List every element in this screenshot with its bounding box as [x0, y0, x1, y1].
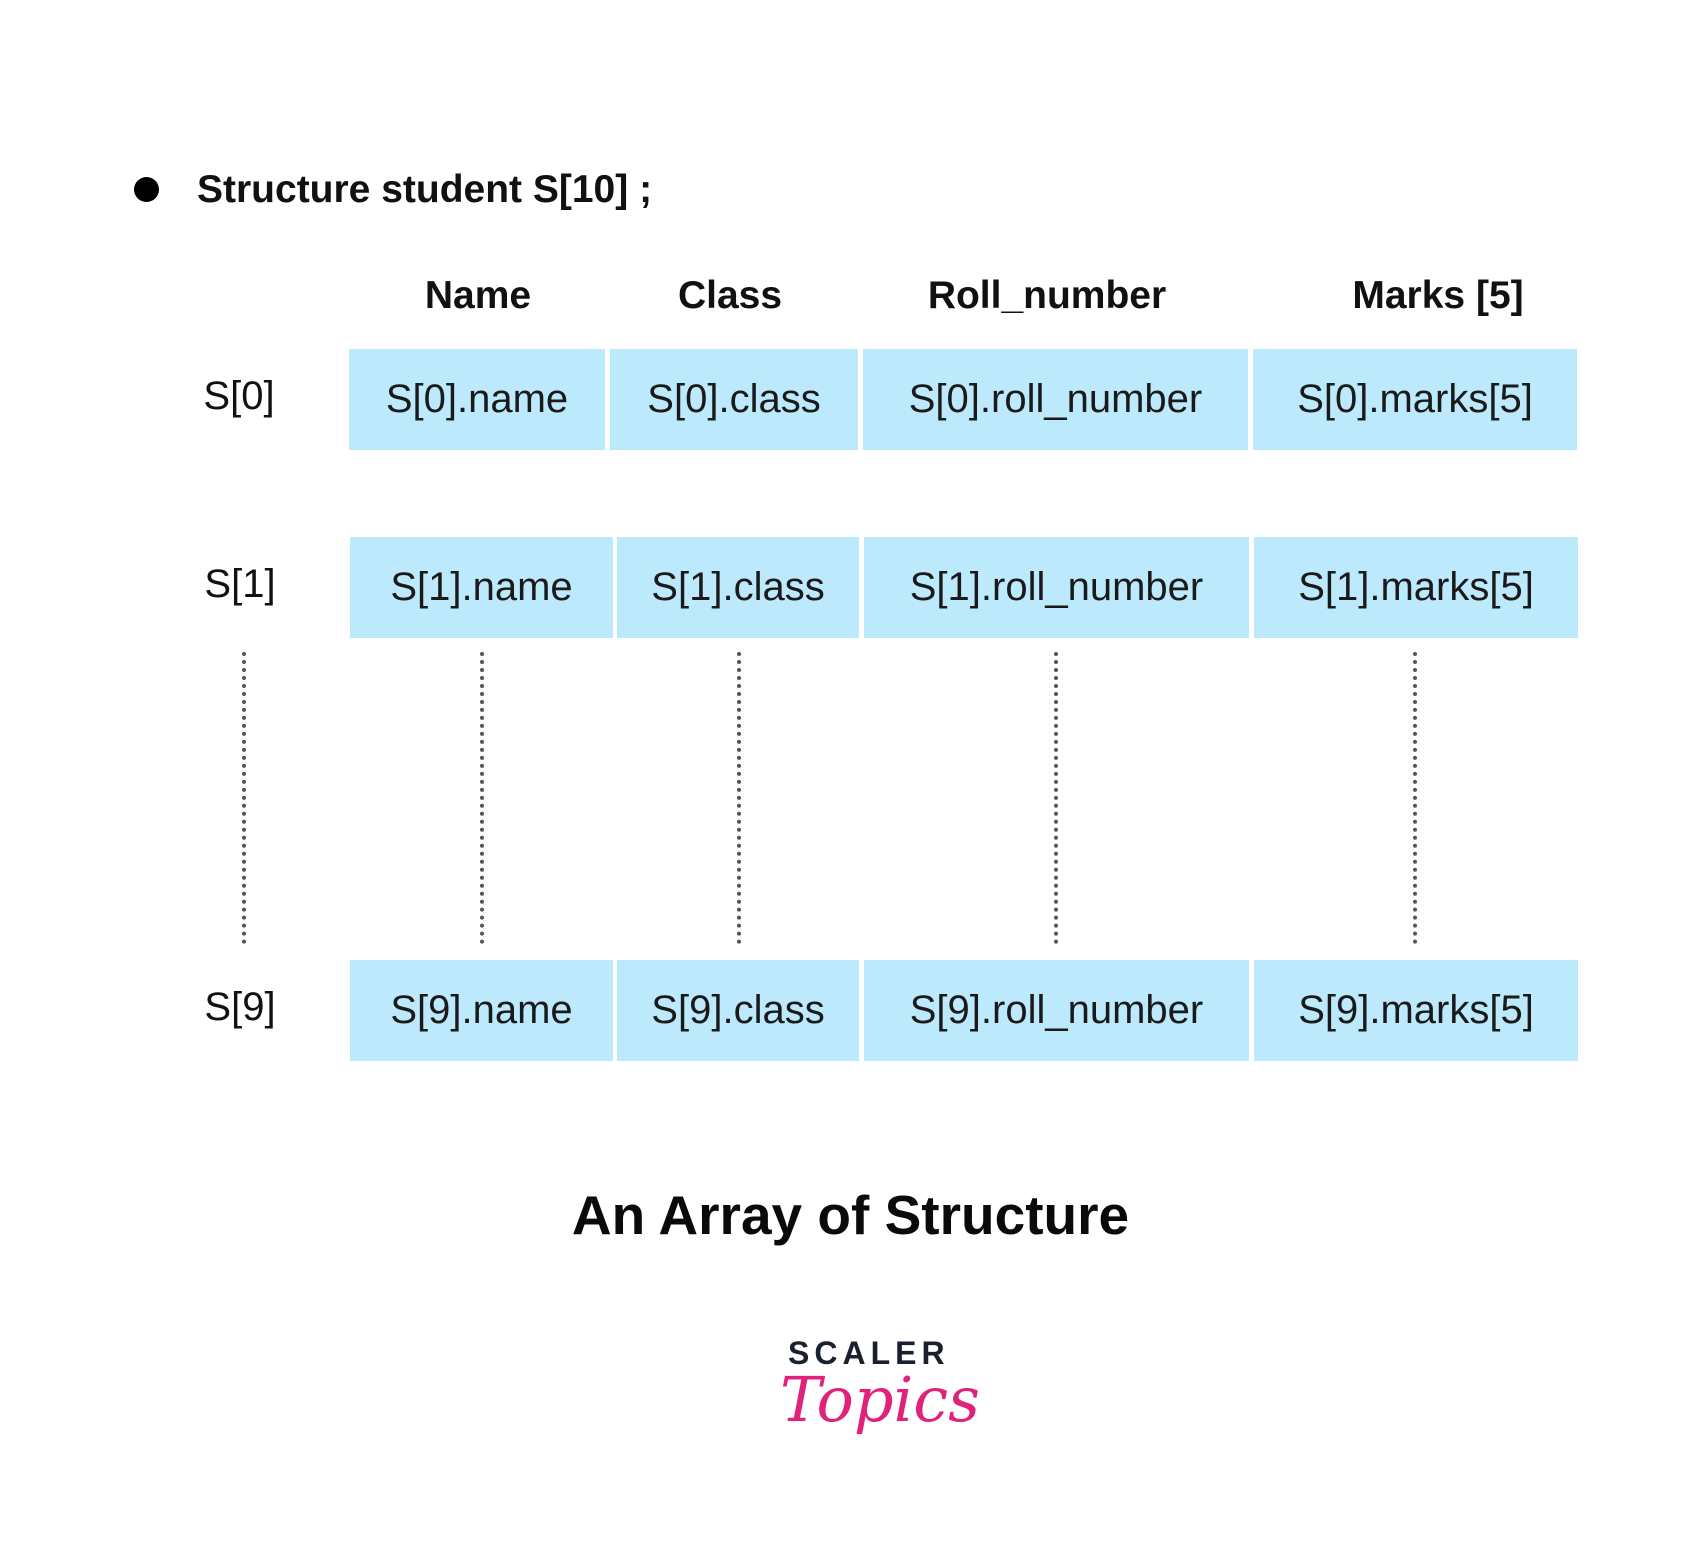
cell-s0-marks: S[0].marks[5]: [1253, 349, 1577, 450]
scaler-topics-logo: SCALER Topics: [770, 1335, 980, 1455]
cell-s9-class: S[9].class: [617, 960, 859, 1061]
ellipsis-line-class: [737, 652, 741, 944]
diagram-caption: An Array of Structure: [571, 1184, 1130, 1246]
header-class: Class: [677, 274, 783, 317]
cell-s9-marks: S[9].marks[5]: [1254, 960, 1578, 1061]
cell-s1-marks: S[1].marks[5]: [1254, 537, 1578, 638]
declaration-text: Structure student S[10] ;: [197, 168, 653, 211]
ellipsis-line-labels: [242, 652, 246, 944]
ellipsis-line-name: [480, 652, 484, 944]
row-label-s1: S[1]: [204, 562, 276, 606]
row-label-s0: S[0]: [203, 374, 275, 418]
row-label-s9: S[9]: [204, 985, 276, 1029]
cell-s9-name: S[9].name: [350, 960, 613, 1061]
ellipsis-line-roll-number: [1054, 652, 1058, 944]
header-roll-number: Roll_number: [927, 274, 1167, 317]
header-name: Name: [424, 274, 532, 317]
cell-s1-class: S[1].class: [617, 537, 859, 638]
bullet-icon: [134, 177, 159, 202]
cell-s1-roll-number: S[1].roll_number: [864, 537, 1249, 638]
ellipsis-line-marks: [1413, 652, 1417, 944]
logo-scaler-text: SCALER: [788, 1335, 950, 1371]
cell-s9-roll-number: S[9].roll_number: [864, 960, 1249, 1061]
cell-s0-name: S[0].name: [349, 349, 605, 450]
logo-topics-text: Topics: [780, 1363, 980, 1436]
header-marks: Marks [5]: [1352, 274, 1524, 317]
cell-s0-class: S[0].class: [610, 349, 858, 450]
cell-s1-name: S[1].name: [350, 537, 613, 638]
cell-s0-roll-number: S[0].roll_number: [863, 349, 1248, 450]
